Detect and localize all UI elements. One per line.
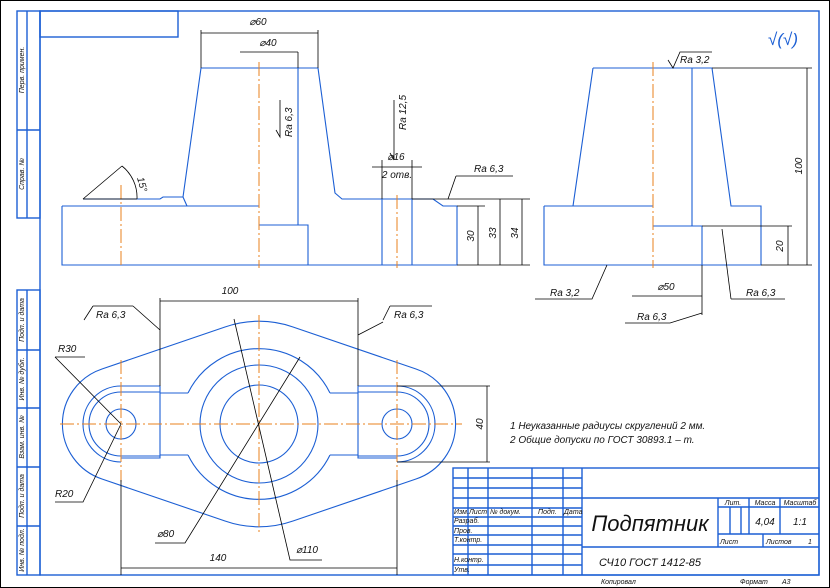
role-label: Пров.	[454, 528, 473, 535]
part-name: Подпятник	[591, 511, 710, 536]
lit-label: Лит.	[724, 500, 741, 507]
roughness-label: Ra 6,3	[394, 310, 424, 321]
stamp-label: Взам. инв. №	[19, 415, 26, 459]
dim-140: 140	[210, 553, 227, 564]
roughness-symbol-icon: √(√)	[768, 30, 798, 49]
dim-d40: ⌀40	[259, 38, 277, 49]
dim-34: 34	[510, 227, 521, 239]
front-view: ⌀60 ⌀40 15° Ra 6,3 Ra 12,5 ⌀16 2 отв. Ra…	[61, 17, 530, 268]
section-hatch	[297, 67, 383, 266]
stamp-label: Перв. примен.	[19, 47, 26, 94]
roughness-label: Ra 3,2	[680, 55, 710, 66]
holes-count: 2 отв.	[381, 170, 412, 181]
dim-40: 40	[475, 418, 486, 430]
section-hatch	[691, 67, 762, 266]
note-2: 2 Общие допуски по ГОСТ 30893.1 – т.	[509, 434, 695, 446]
material: СЧ10 ГОСТ 1412-85	[599, 557, 702, 569]
role-label: Т.контр.	[454, 537, 482, 544]
dim-d60: ⌀60	[249, 17, 267, 28]
dim-d16: ⌀16	[387, 152, 405, 163]
dim-20: 20	[775, 240, 786, 253]
dim-30: 30	[466, 230, 477, 242]
roughness-label: Ra 6,3	[746, 288, 776, 299]
dim-d50: ⌀50	[657, 282, 675, 293]
header-label: № докум.	[490, 508, 521, 516]
stamp-label: Подп. и дата	[18, 298, 26, 342]
plan-view: 100 140 40 R30 R20 ⌀80 ⌀110 Ra 6,3 Ra 6,…	[54, 286, 490, 575]
header-label: Лист	[468, 509, 487, 516]
roughness-label: Ra 6,3	[96, 310, 126, 321]
note-1: 1 Неуказанные радиусы скруглений 2 мм.	[510, 421, 705, 432]
stamp-label: Инв. № подл.	[18, 528, 26, 571]
stamp-label: Подп. и дата	[18, 474, 26, 518]
section-hatch	[411, 198, 458, 266]
stamp-label: Справ. №	[19, 158, 26, 190]
header-label: Подп.	[538, 508, 557, 516]
dim-r20: R20	[55, 489, 74, 500]
header-label: Дата	[563, 509, 583, 516]
role-label: Разраб.	[454, 517, 479, 525]
dim-100: 100	[794, 157, 805, 174]
roughness-label: Ra 6,3	[637, 312, 667, 323]
roughness-label: Ra 6,3	[474, 164, 504, 175]
dim-33: 33	[488, 227, 499, 239]
roughness-label: Ra 12,5	[398, 95, 409, 130]
mass-value: 4,04	[755, 517, 775, 528]
stamp-label: Инв. № дубл.	[18, 357, 26, 400]
dim-angle: 15°	[134, 176, 149, 193]
side-stamp: Перв. примен. Справ. № Подп. и дата Инв.…	[16, 10, 41, 576]
scale-label: Масштаб	[784, 499, 818, 507]
dim-d80: ⌀80	[157, 529, 175, 540]
role-label: Н.контр.	[454, 557, 484, 564]
side-view: Ra 3,2 Ra 3,2 ⌀50 Ra 6,3 Ra 6,3 100 20 √…	[535, 30, 812, 324]
header-label: Изм.	[454, 509, 469, 516]
dim-100: 100	[222, 286, 239, 297]
dim-r30: R30	[58, 344, 77, 355]
copied-label: Копировал	[601, 579, 636, 586]
format-value: A3	[781, 579, 791, 586]
format-label: Формат	[740, 579, 768, 586]
sheet-label: Лист	[719, 539, 738, 546]
sheets-value: 1	[808, 539, 812, 546]
roughness-label: Ra 6,3	[284, 107, 295, 137]
scale-value: 1:1	[793, 517, 807, 528]
sheets-label: Листов	[765, 539, 792, 546]
roughness-label: Ra 3,2	[550, 288, 580, 299]
role-label: Утв.	[453, 567, 470, 574]
title-block: Изм. Лист № докум. Подп. Дата Разраб. Пр…	[452, 467, 820, 586]
mass-label: Масса	[755, 500, 776, 507]
dim-d110: ⌀110	[296, 545, 318, 556]
